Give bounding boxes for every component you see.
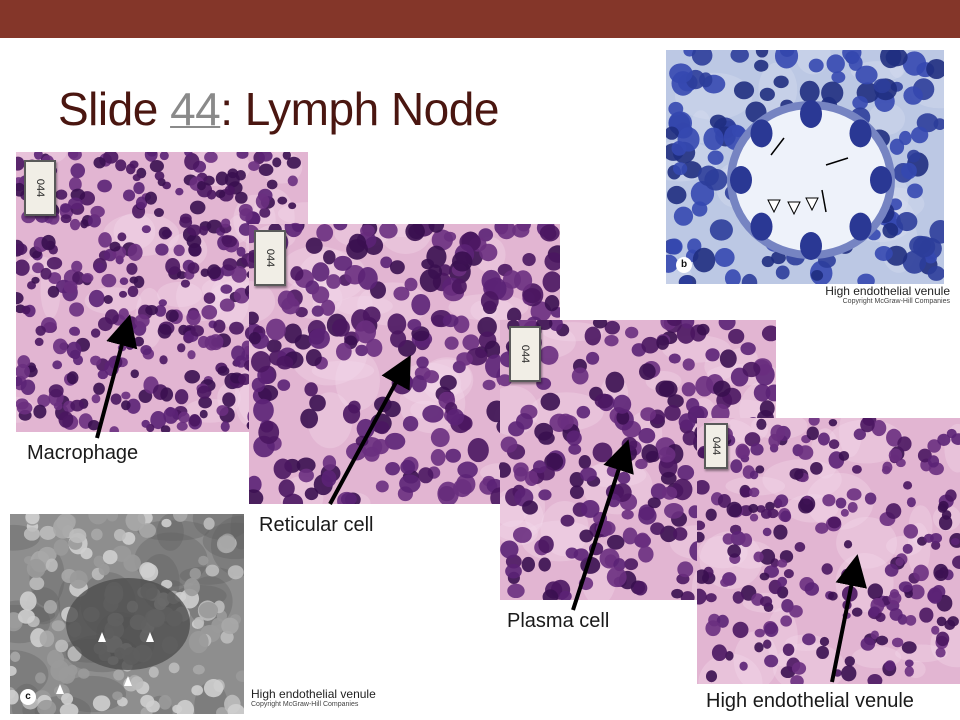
- label-reticular-cell: Reticular cell: [259, 514, 374, 536]
- credit-top-right: High endothelial venule Copyright McGraw…: [825, 284, 950, 305]
- micrograph-hev-toluidine: [666, 50, 944, 284]
- panel-letter-c: c: [20, 689, 36, 705]
- credit-copyright: Copyright McGraw-Hill Companies: [251, 701, 359, 708]
- micrograph-hev-sem: [10, 514, 244, 714]
- label-plasma-cell: Plasma cell: [507, 610, 610, 632]
- slide-label-tag: 044: [704, 423, 728, 469]
- credit-caption: High endothelial venule: [251, 687, 376, 701]
- credit-copyright: Copyright McGraw-Hill Companies: [842, 298, 950, 305]
- slide-title: Slide 44: Lymph Node: [58, 83, 499, 135]
- credit-bottom-left: High endothelial venule Copyright McGraw…: [251, 687, 376, 708]
- label-macrophage: Macrophage: [27, 442, 139, 464]
- top-accent-bar: [0, 0, 960, 38]
- label-high-endothelial-venule: High endothelial venule: [706, 690, 914, 712]
- panel-letter-b: b: [676, 257, 692, 273]
- slide-number-link[interactable]: 44: [170, 83, 221, 135]
- credit-caption: High endothelial venule: [825, 284, 950, 298]
- micrograph-high-endothelial-venule: [697, 418, 960, 684]
- slide-label-tag: 044: [509, 326, 541, 382]
- slide-label-tag: 044: [24, 160, 56, 216]
- slide-label-tag: 044: [254, 230, 286, 286]
